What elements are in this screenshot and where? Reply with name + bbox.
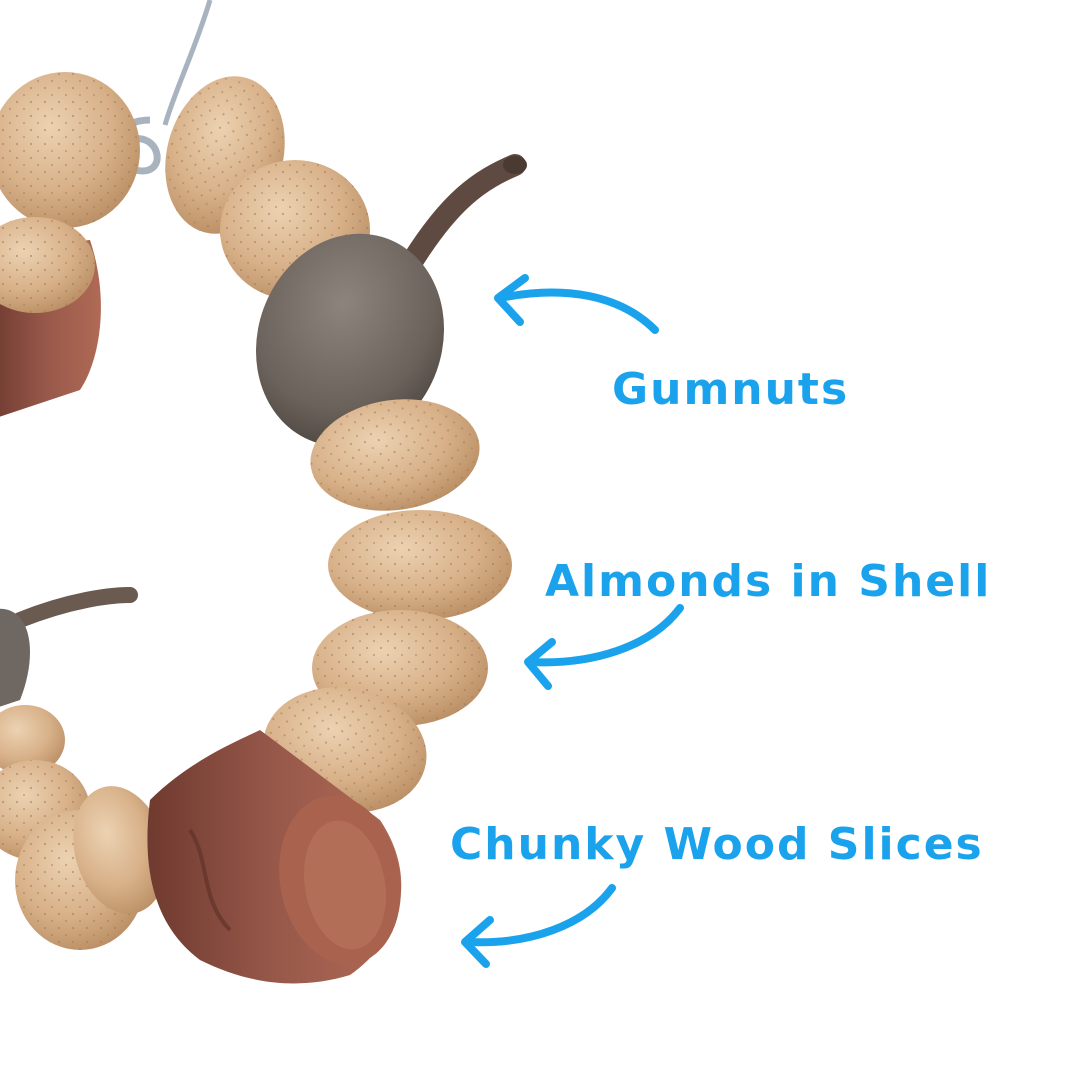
- gumnut-main: [255, 154, 527, 447]
- arrow-icon: [524, 604, 684, 690]
- label-gumnuts: Gumnuts: [612, 364, 850, 415]
- almond-mid-1: [310, 399, 480, 511]
- label-wood-slices: Chunky Wood Slices: [450, 819, 984, 870]
- label-almonds: Almonds in Shell: [545, 556, 992, 607]
- hanging-wire: [162, 0, 213, 126]
- arrow-icon: [461, 884, 616, 968]
- almond-top-left: [0, 72, 140, 313]
- almond-mid-2: [328, 510, 512, 620]
- wood-slice-bottom: [147, 730, 402, 984]
- arrow-icon: [494, 274, 659, 334]
- almond-bottom-left: [0, 705, 167, 950]
- gumnut-left: [0, 587, 138, 707]
